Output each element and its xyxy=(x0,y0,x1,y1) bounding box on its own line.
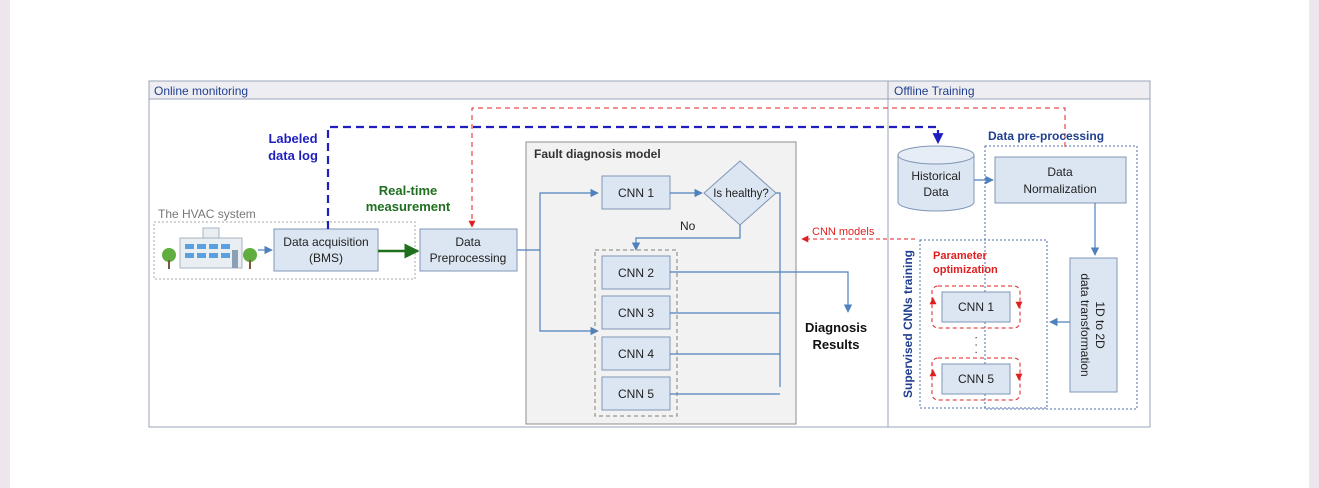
arrow-to-cnn1 xyxy=(539,188,599,250)
normalization-line1: Data xyxy=(1047,165,1073,179)
transform-line1: 1D to 2D xyxy=(1093,301,1107,349)
realtime-label-line1: Real-time xyxy=(379,183,438,198)
cnn3-label: CNN 3 xyxy=(618,306,654,320)
data-acquisition-box: Data acquisition (BMS) xyxy=(273,228,379,272)
arrow-to-cnn-group xyxy=(539,250,599,336)
hvac-system-label: The HVAC system xyxy=(158,207,256,221)
train-cnn5-label: CNN 5 xyxy=(958,372,994,386)
supervised-training-group xyxy=(919,239,1048,409)
cnn-group-box xyxy=(594,249,678,417)
historical-data-cylinder: Historical Data xyxy=(897,145,975,212)
cnn5-label: CNN 5 xyxy=(618,387,654,401)
collector-line xyxy=(776,192,781,387)
offline-panel-title: Offline Training xyxy=(894,84,975,98)
historical-line2: Data xyxy=(923,185,949,199)
building-icon xyxy=(179,227,243,269)
transform-line2: data transformation xyxy=(1078,273,1092,376)
historical-line1: Historical xyxy=(911,169,960,183)
fault-model-title: Fault diagnosis model xyxy=(534,147,661,161)
data-acquisition-line2: (BMS) xyxy=(309,251,343,265)
diagram-canvas: Online monitoring Offline Training Fault… xyxy=(10,0,1309,488)
cnn2-label: CNN 2 xyxy=(618,266,654,280)
arrow-no-to-cnn-group xyxy=(631,225,741,251)
diagnosis-line2: Results xyxy=(813,337,860,352)
data-preprocessing-line2: Preprocessing xyxy=(430,251,507,265)
tree-left-icon xyxy=(162,248,176,269)
no-label: No xyxy=(680,219,696,233)
arrow-labeled-data-log xyxy=(326,125,944,229)
arrow-to-diagnosis xyxy=(780,271,853,313)
realtime-label-line2: measurement xyxy=(366,199,451,214)
diagnosis-line1: Diagnosis xyxy=(805,320,867,335)
cnn3-box: CNN 3 xyxy=(601,295,671,330)
data-preprocessing-title: Data pre-processing xyxy=(988,129,1104,143)
online-panel-title: Online monitoring xyxy=(154,84,248,98)
is-healthy-label: Is healthy? xyxy=(713,188,769,200)
train-cnn1-box: CNN 1 xyxy=(941,291,1011,323)
hvac-system: The HVAC system xyxy=(153,207,416,280)
train-cnn5-box: CNN 5 xyxy=(941,363,1011,395)
param-opt-line1: Parameter xyxy=(933,250,988,262)
cnn1-label: CNN 1 xyxy=(618,186,654,200)
data-acquisition-line1: Data acquisition xyxy=(283,235,368,249)
data-preprocessing-group xyxy=(984,145,1138,410)
data-preprocessing-line1: Data xyxy=(455,235,481,249)
diagram-svg: Online monitoring Offline Training Fault… xyxy=(148,80,1151,428)
cnn4-box: CNN 4 xyxy=(601,336,671,371)
labeled-log-line1: Labeled xyxy=(268,131,317,146)
data-preprocessing-box: Data Preprocessing xyxy=(419,228,518,272)
supervised-training-label: Supervised CNNs training xyxy=(901,250,915,398)
cnn1-box: CNN 1 xyxy=(601,175,671,210)
cnn-models-label: CNN models xyxy=(812,226,875,238)
cnn2-box: CNN 2 xyxy=(601,255,671,290)
arrow-model-feedback xyxy=(468,107,1066,228)
cnn5-box: CNN 5 xyxy=(601,376,671,411)
tree-right-icon xyxy=(243,248,257,269)
labeled-log-line2: data log xyxy=(268,148,318,163)
param-opt-line2: optimization xyxy=(933,264,998,276)
train-cnn1-label: CNN 1 xyxy=(958,300,994,314)
vertical-dots: · · · xyxy=(970,336,984,355)
transform-box: 1D to 2D data transformation xyxy=(1069,257,1118,393)
data-normalization-box: Data Normalization xyxy=(994,156,1127,204)
normalization-line2: Normalization xyxy=(1023,182,1096,196)
cnn4-label: CNN 4 xyxy=(618,347,654,361)
